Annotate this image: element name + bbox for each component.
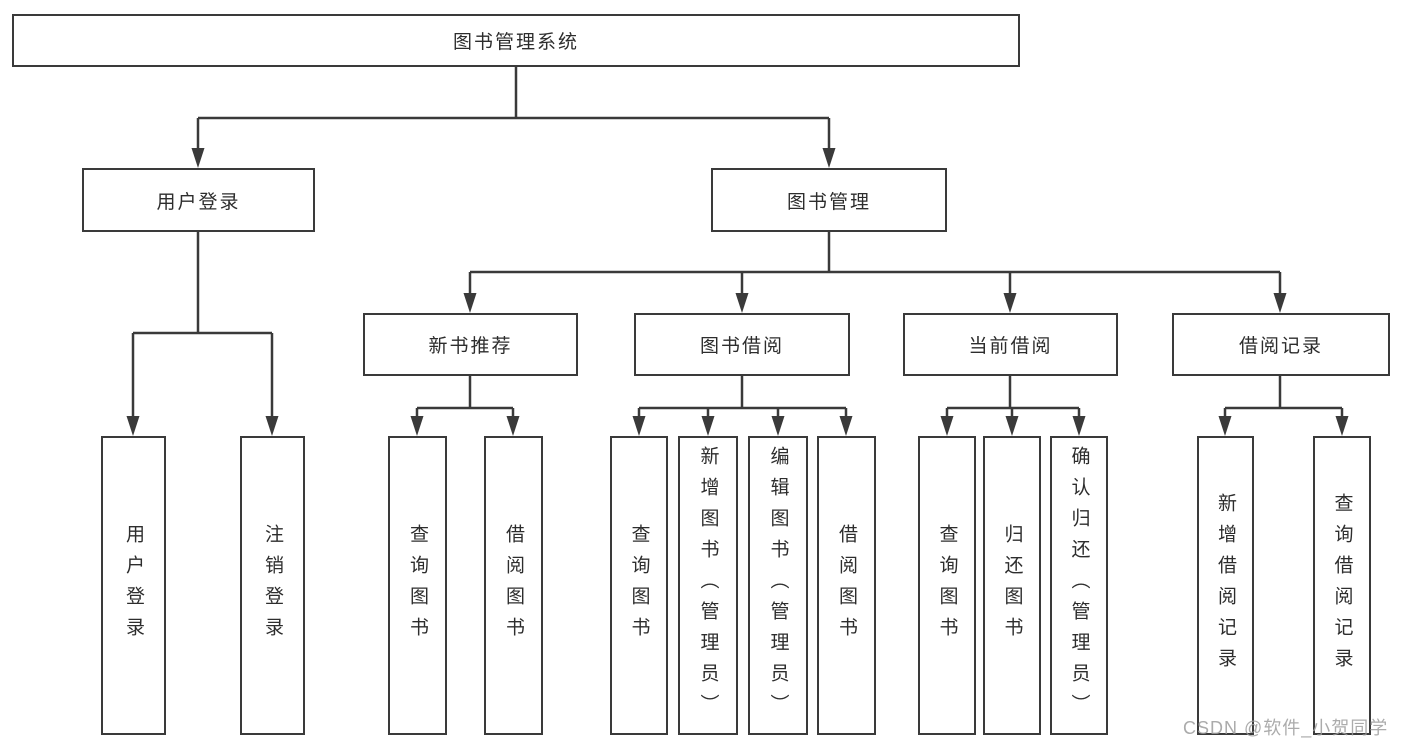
leaf-logout: 注销登录 bbox=[240, 436, 305, 735]
node-label: 确认归还（管理员） bbox=[1068, 446, 1090, 725]
node-label: 借阅图书 bbox=[503, 523, 524, 648]
node-book-management: 图书管理 bbox=[711, 168, 947, 232]
node-borrowing-records: 借阅记录 bbox=[1172, 313, 1390, 376]
leaf-borrow-books-recommend: 借阅图书 bbox=[484, 436, 543, 735]
node-label: 图书管理 bbox=[786, 191, 871, 213]
node-label: 编辑图书（管理员） bbox=[767, 446, 789, 725]
node-label: 查询图书 bbox=[936, 523, 958, 648]
csdn-watermark: CSDN @软件_小贺同学 bbox=[1183, 718, 1389, 738]
node-book-borrowing: 图书借阅 bbox=[634, 313, 850, 376]
node-label: 查询图书 bbox=[628, 523, 650, 648]
leaf-confirm-return-admin: 确认归还（管理员） bbox=[1050, 436, 1108, 735]
leaf-return-books: 归还图书 bbox=[983, 436, 1041, 735]
node-label: 新增图书（管理员） bbox=[697, 446, 719, 725]
leaf-query-books-current: 查询图书 bbox=[918, 436, 976, 735]
leaf-add-books-admin: 新增图书（管理员） bbox=[678, 436, 738, 735]
node-label: 借阅图书 bbox=[836, 523, 857, 648]
node-current-borrowing: 当前借阅 bbox=[903, 313, 1118, 376]
node-library-management-system: 图书管理系统 bbox=[12, 14, 1020, 67]
node-new-book-recommendation: 新书推荐 bbox=[363, 313, 578, 376]
leaf-query-books-recommend: 查询图书 bbox=[388, 436, 447, 735]
node-label: 查询图书 bbox=[407, 523, 428, 648]
node-label: 图书管理系统 bbox=[452, 32, 579, 53]
leaf-user-login: 用户登录 bbox=[101, 436, 166, 735]
node-label: 归还图书 bbox=[1001, 523, 1023, 648]
node-label: 新增借阅记录 bbox=[1215, 492, 1236, 679]
node-label: 新书推荐 bbox=[428, 336, 513, 357]
arrowhead-icons bbox=[126, 148, 1349, 436]
node-user-login: 用户登录 bbox=[82, 168, 315, 232]
node-label: 注销登录 bbox=[262, 523, 283, 648]
leaf-add-borrow-record: 新增借阅记录 bbox=[1197, 436, 1254, 735]
leaf-query-borrow-record: 查询借阅记录 bbox=[1313, 436, 1371, 735]
node-label: 用户登录 bbox=[156, 191, 241, 213]
node-label: 图书借阅 bbox=[699, 336, 784, 357]
leaf-query-books-borrowing: 查询图书 bbox=[610, 436, 668, 735]
node-label: 当前借阅 bbox=[968, 336, 1053, 357]
leaf-borrow-books: 借阅图书 bbox=[817, 436, 876, 735]
leaf-edit-books-admin: 编辑图书（管理员） bbox=[748, 436, 808, 735]
node-label: 用户登录 bbox=[123, 523, 144, 648]
node-label: 查询借阅记录 bbox=[1331, 492, 1353, 679]
node-label: 借阅记录 bbox=[1238, 336, 1323, 357]
